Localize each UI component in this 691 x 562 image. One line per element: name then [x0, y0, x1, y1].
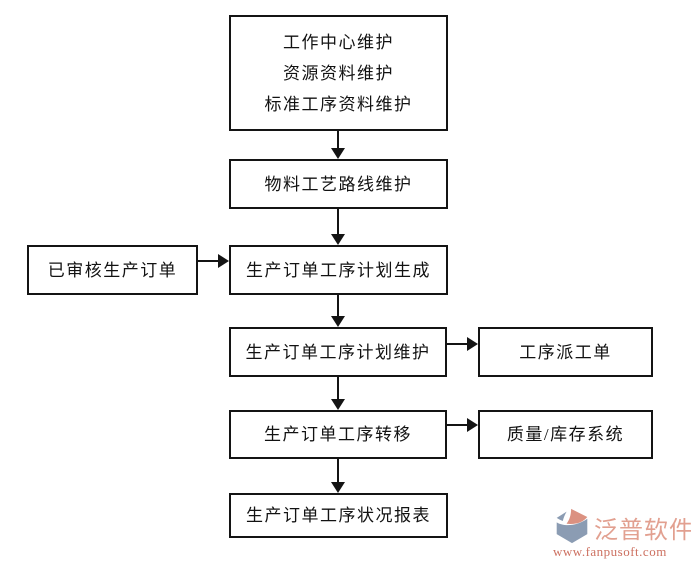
node-quality-inventory-label: 质量/库存系统	[506, 425, 625, 444]
arrow-approved-to-plangen-line	[198, 260, 218, 262]
node-master-data-line2: 资源资料维护	[283, 63, 394, 83]
node-process-transfer: 生产订单工序转移	[229, 410, 447, 459]
node-dispatch-sheet-label: 工序派工单	[519, 342, 612, 362]
arrow-transfer-to-report-head-icon	[331, 482, 345, 493]
arrow-transfer-to-quality-line	[447, 424, 467, 426]
arrow-planmaint-to-transfer-line	[337, 377, 339, 399]
arrow-plangen-to-planmaint-line	[337, 295, 339, 316]
arrow-master-to-routing-line	[337, 131, 339, 148]
vendor-site-url: www.fanpusoft.com	[553, 544, 667, 559]
arrow-routing-to-plangen-head-icon	[331, 234, 345, 245]
node-status-report-label: 生产订单工序状况报表	[246, 506, 431, 525]
arrow-planmaint-to-dispatch-line	[447, 343, 467, 345]
vendor-watermark: 泛普软件 www.fanpusoft.com	[549, 504, 691, 562]
vendor-brand-name: 泛普软件	[594, 518, 691, 544]
arrow-approved-to-plangen-head-icon	[218, 254, 229, 268]
node-process-transfer-label: 生产订单工序转移	[264, 425, 412, 444]
node-plan-generate: 生产订单工序计划生成	[229, 245, 448, 295]
node-routing-label: 物料工艺路线维护	[264, 174, 413, 194]
arrow-transfer-to-quality-head-icon	[467, 418, 478, 432]
node-master-data: 工作中心维护 资源资料维护 标准工序资料维护	[229, 15, 448, 131]
arrow-master-to-routing-head-icon	[331, 148, 345, 159]
node-status-report: 生产订单工序状况报表	[229, 493, 448, 538]
arrow-transfer-to-report-line	[337, 459, 339, 482]
arrow-plangen-to-planmaint-head-icon	[331, 316, 345, 327]
arrow-planmaint-to-dispatch-head-icon	[467, 337, 478, 351]
node-master-data-line1: 工作中心维护	[283, 32, 394, 52]
node-approved-order: 已审核生产订单	[27, 245, 198, 295]
node-master-data-line3: 标准工序资料维护	[264, 94, 413, 114]
node-dispatch-sheet: 工序派工单	[478, 327, 653, 377]
node-plan-maintain: 生产订单工序计划维护	[229, 327, 447, 377]
node-approved-order-label: 已审核生产订单	[47, 260, 178, 280]
arrow-planmaint-to-transfer-head-icon	[331, 399, 345, 410]
fanpu-logo-icon	[556, 508, 588, 544]
node-plan-maintain-label: 生产订单工序计划维护	[245, 342, 431, 362]
arrow-routing-to-plangen-line	[337, 209, 339, 234]
node-routing-maintenance: 物料工艺路线维护	[229, 159, 448, 209]
node-quality-inventory: 质量/库存系统	[478, 410, 653, 459]
node-plan-generate-label: 生产订单工序计划生成	[246, 260, 431, 280]
